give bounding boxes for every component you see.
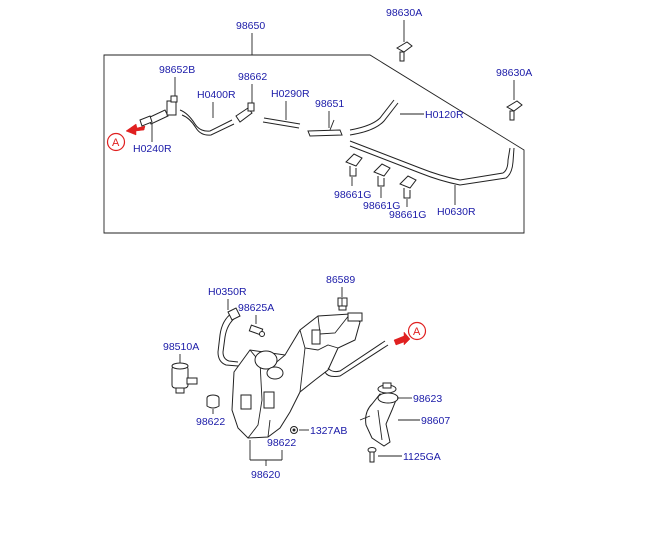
hose-H0630R (349, 140, 511, 181)
label-98630A-right: 98630A (496, 67, 532, 79)
grommet-98622-left (206, 394, 220, 409)
upper-assembly: 98650 98630A 98630A 98652B 98662 H0400R … (103, 7, 532, 234)
label-H0120R: H0120R (425, 109, 464, 121)
label-98661G-2: 98661G (363, 200, 400, 212)
connector-98651 (307, 129, 343, 137)
label-1125GA: 1125GA (403, 451, 441, 463)
label-98661G-3: 98661G (389, 209, 426, 221)
label-H0240R: H0240R (133, 143, 172, 155)
label-1327AB: 1327AB (310, 425, 347, 437)
label-H0400R: H0400R (197, 89, 236, 101)
label-98620: 98620 (251, 469, 280, 481)
label-98510A: 98510A (163, 341, 199, 353)
assembly-outline (103, 54, 525, 234)
label-98622-bottom: 98622 (267, 437, 296, 449)
label-98662: 98662 (238, 71, 267, 83)
hose-H0120R (349, 99, 395, 131)
nozzle-98652B (139, 95, 178, 127)
clip-98630A-top (396, 41, 413, 62)
label-98607: 98607 (421, 415, 450, 427)
label-98623: 98623 (413, 393, 442, 405)
lower-assembly: H0350R 86589 98625A 98510A A (163, 274, 450, 481)
grommet-86589 (337, 297, 348, 311)
label-98625A: 98625A (238, 302, 274, 314)
label-98661G-1: 98661G (334, 189, 371, 201)
clip-98630A-right (506, 100, 523, 121)
nozzle-98662 (235, 102, 255, 123)
label-86589: 86589 (326, 274, 355, 286)
bolt-1327AB (290, 426, 298, 434)
label-98630A-top: 98630A (386, 7, 422, 19)
svg-text:A: A (112, 137, 120, 149)
callout-A-upper: A (106, 123, 146, 152)
screw-1125GA (367, 447, 377, 463)
svg-text:A: A (413, 326, 421, 338)
label-98651: 98651 (315, 98, 344, 110)
clip-98661G-1 (345, 153, 363, 177)
clip-98661G-2 (373, 163, 391, 187)
hose-H0400R (179, 109, 233, 132)
clip-98661G-3 (399, 175, 417, 199)
connector-98625A (248, 324, 265, 337)
hose-H0290R (263, 117, 301, 125)
callout-A-lower: A (393, 321, 427, 346)
label-98650: 98650 (236, 20, 265, 32)
label-H0290R: H0290R (271, 88, 310, 100)
cap-98623 (377, 382, 397, 394)
label-98622-left: 98622 (196, 416, 225, 428)
label-H0630R: H0630R (437, 206, 476, 218)
label-H0350R: H0350R (208, 286, 247, 298)
hose-H0350R (217, 312, 239, 367)
reservoir-tank-98620 (231, 312, 363, 439)
filler-neck-98607 (359, 392, 399, 447)
label-98652B: 98652B (159, 64, 195, 76)
hose-outlet (324, 344, 389, 377)
pump-98510A (171, 362, 198, 394)
